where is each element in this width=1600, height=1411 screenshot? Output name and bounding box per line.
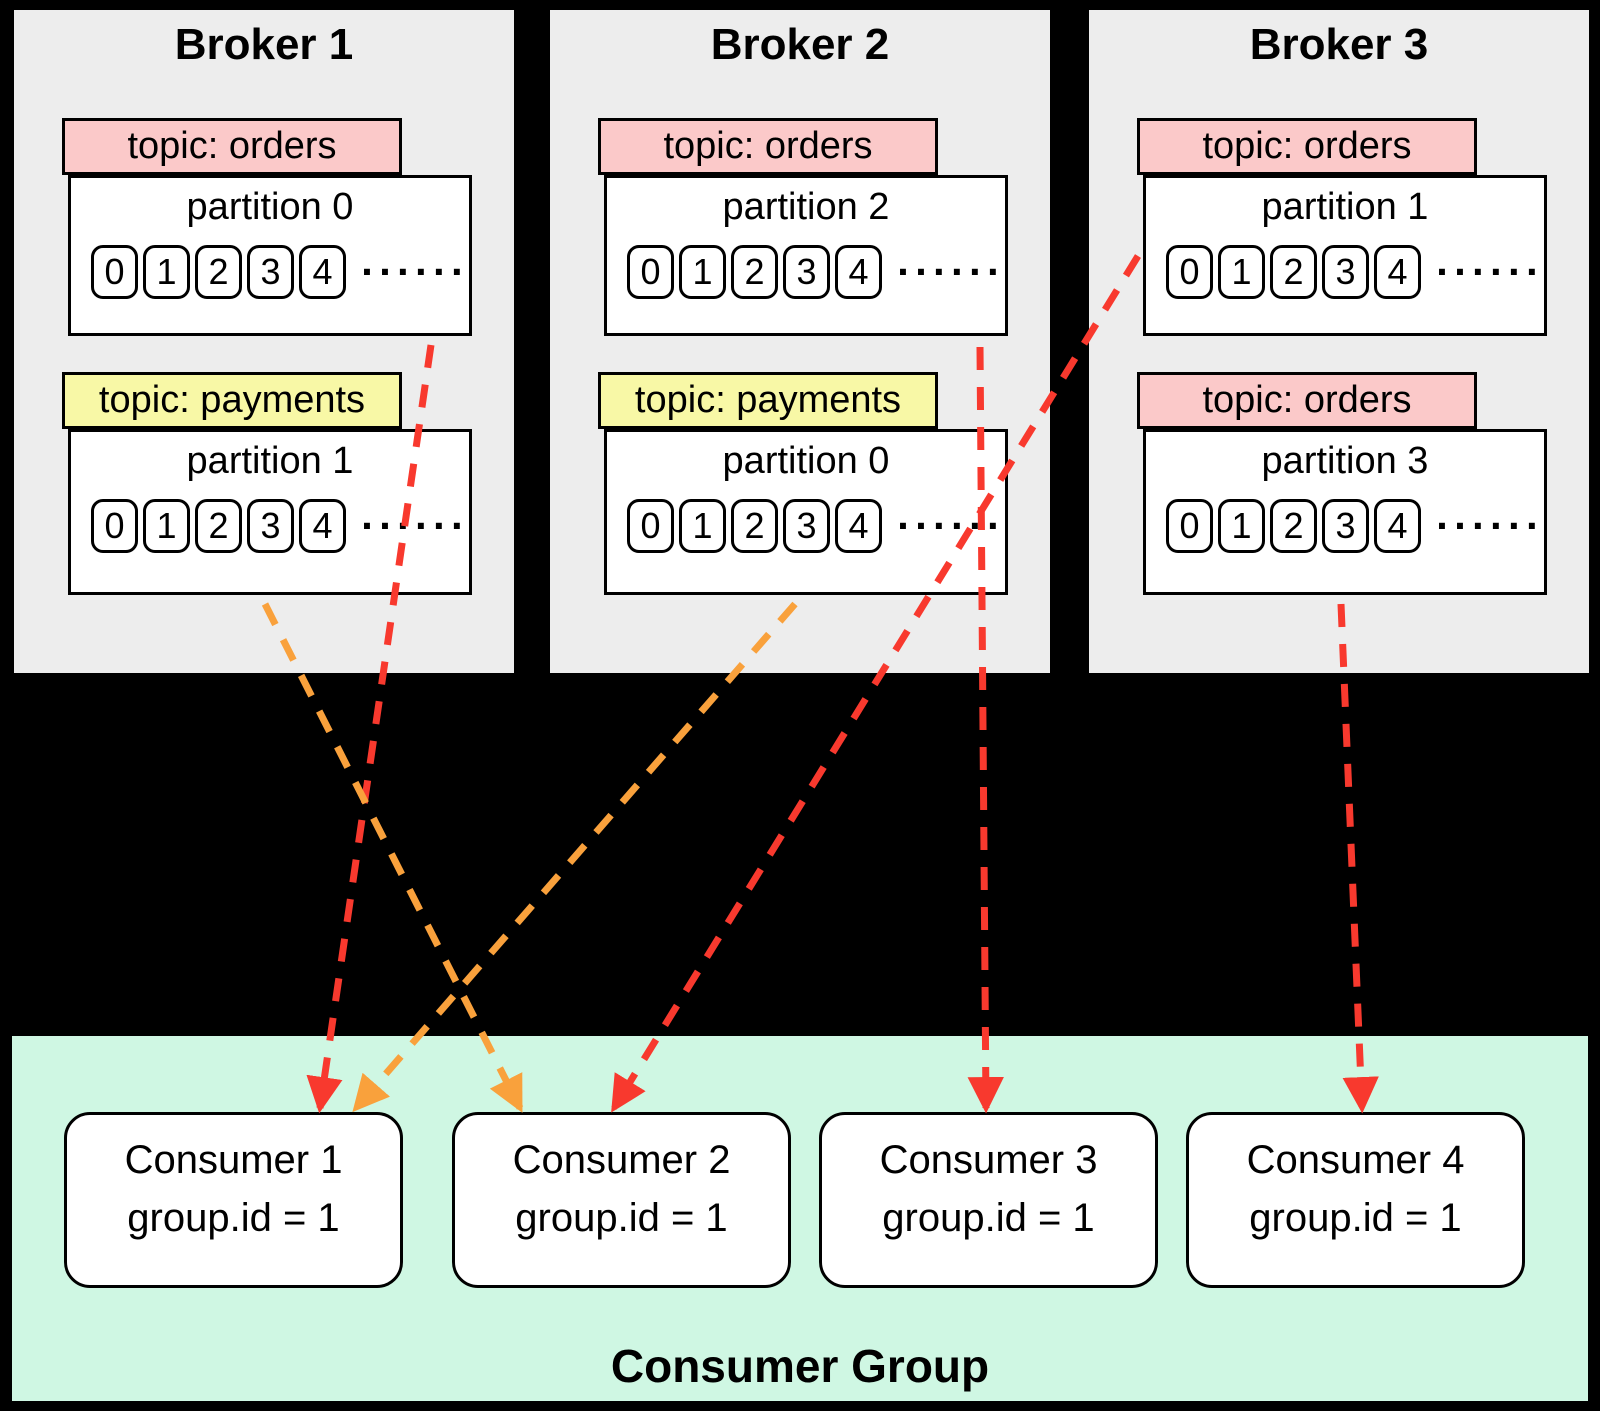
offset-cell: 1 xyxy=(143,245,191,299)
offset-cell: 2 xyxy=(195,245,243,299)
offset-cells: 0 1 2 3 4 ······ xyxy=(1166,245,1544,299)
broker-2-title: Broker 2 xyxy=(710,20,890,69)
broker-1-title: Broker 1 xyxy=(174,20,354,69)
topic-header-orders: topic: orders xyxy=(1137,118,1477,175)
partition-title: partition 3 xyxy=(1261,440,1429,482)
offset-cell: 0 xyxy=(1166,499,1214,553)
partition-box: partition 1 0 1 2 3 4 ······ xyxy=(68,429,472,595)
offset-cell: 4 xyxy=(299,245,347,299)
consumer-2: Consumer 2 group.id = 1 xyxy=(452,1112,791,1288)
ellipsis-dots: ······ xyxy=(1436,248,1544,295)
consumer-group-label: Consumer Group xyxy=(610,1340,990,1392)
topic-header-payments: topic: payments xyxy=(62,372,402,429)
partition-box: partition 1 0 1 2 3 4 ······ xyxy=(1143,175,1547,336)
ellipsis-dots: ······ xyxy=(361,502,469,549)
offset-cell: 4 xyxy=(835,245,883,299)
consumer-name: Consumer 2 xyxy=(512,1138,731,1182)
offset-cell: 0 xyxy=(627,499,675,553)
ellipsis-dots: ······ xyxy=(361,248,469,295)
offset-cells: 0 1 2 3 4 ······ xyxy=(627,245,1005,299)
offset-cells: 0 1 2 3 4 ······ xyxy=(91,245,469,299)
ellipsis-dots: ······ xyxy=(897,502,1005,549)
partition-title: partition 0 xyxy=(722,440,890,482)
consumer-group-id: group.id = 1 xyxy=(1249,1196,1462,1240)
offset-cell: 4 xyxy=(1374,245,1422,299)
offset-cells: 0 1 2 3 4 ······ xyxy=(1166,499,1544,553)
offset-cell: 2 xyxy=(1270,499,1318,553)
broker-3: Broker 3 topic: orders partition 1 0 1 2… xyxy=(1085,6,1593,677)
broker-2: Broker 2 topic: orders partition 2 0 1 2… xyxy=(546,6,1054,677)
consumer-group-id: group.id = 1 xyxy=(882,1196,1095,1240)
offset-cell: 1 xyxy=(143,499,191,553)
consumer-3: Consumer 3 group.id = 1 xyxy=(819,1112,1158,1288)
offset-cell: 0 xyxy=(627,245,675,299)
ellipsis-dots: ······ xyxy=(1436,502,1544,549)
offset-cell: 1 xyxy=(1218,245,1266,299)
offset-cell: 1 xyxy=(679,245,727,299)
offset-cells: 0 1 2 3 4 ······ xyxy=(91,499,469,553)
ellipsis-dots: ······ xyxy=(897,248,1005,295)
consumer-group-box: Consumer 1 group.id = 1 Consumer 2 group… xyxy=(8,1032,1592,1405)
partition-box: partition 3 0 1 2 3 4 ······ xyxy=(1143,429,1547,595)
consumer-group-id: group.id = 1 xyxy=(515,1196,728,1240)
consumer-4: Consumer 4 group.id = 1 xyxy=(1186,1112,1525,1288)
offset-cell: 3 xyxy=(1322,499,1370,553)
topic-header-orders: topic: orders xyxy=(1137,372,1477,429)
partition-title: partition 1 xyxy=(186,440,354,482)
partition-title: partition 0 xyxy=(186,186,354,228)
topic-header-orders: topic: orders xyxy=(598,118,938,175)
offset-cell: 3 xyxy=(247,499,295,553)
topic-header-orders: topic: orders xyxy=(62,118,402,175)
offset-cell: 1 xyxy=(1218,499,1266,553)
offset-cell: 3 xyxy=(247,245,295,299)
offset-cell: 2 xyxy=(195,499,243,553)
consumer-name: Consumer 3 xyxy=(879,1138,1098,1182)
offset-cell: 4 xyxy=(299,499,347,553)
offset-cells: 0 1 2 3 4 ······ xyxy=(627,499,1005,553)
broker-1: Broker 1 topic: orders partition 0 0 1 2… xyxy=(10,6,518,677)
consumer-name: Consumer 4 xyxy=(1246,1138,1465,1182)
partition-box: partition 2 0 1 2 3 4 ······ xyxy=(604,175,1008,336)
partition-box: partition 0 0 1 2 3 4 ······ xyxy=(68,175,472,336)
consumer-group-id: group.id = 1 xyxy=(127,1196,340,1240)
offset-cell: 3 xyxy=(1322,245,1370,299)
consumer-name: Consumer 1 xyxy=(124,1138,343,1182)
offset-cell: 2 xyxy=(1270,245,1318,299)
offset-cell: 4 xyxy=(1374,499,1422,553)
consumer-1: Consumer 1 group.id = 1 xyxy=(64,1112,403,1288)
topic-header-payments: topic: payments xyxy=(598,372,938,429)
offset-cell: 0 xyxy=(91,245,139,299)
offset-cell: 1 xyxy=(679,499,727,553)
offset-cell: 3 xyxy=(783,245,831,299)
partition-box: partition 0 0 1 2 3 4 ······ xyxy=(604,429,1008,595)
offset-cell: 2 xyxy=(731,245,779,299)
partition-title: partition 2 xyxy=(722,186,890,228)
offset-cell: 2 xyxy=(731,499,779,553)
broker-3-title: Broker 3 xyxy=(1249,20,1429,69)
offset-cell: 0 xyxy=(1166,245,1214,299)
partition-title: partition 1 xyxy=(1261,186,1429,228)
offset-cell: 0 xyxy=(91,499,139,553)
offset-cell: 3 xyxy=(783,499,831,553)
offset-cell: 4 xyxy=(835,499,883,553)
